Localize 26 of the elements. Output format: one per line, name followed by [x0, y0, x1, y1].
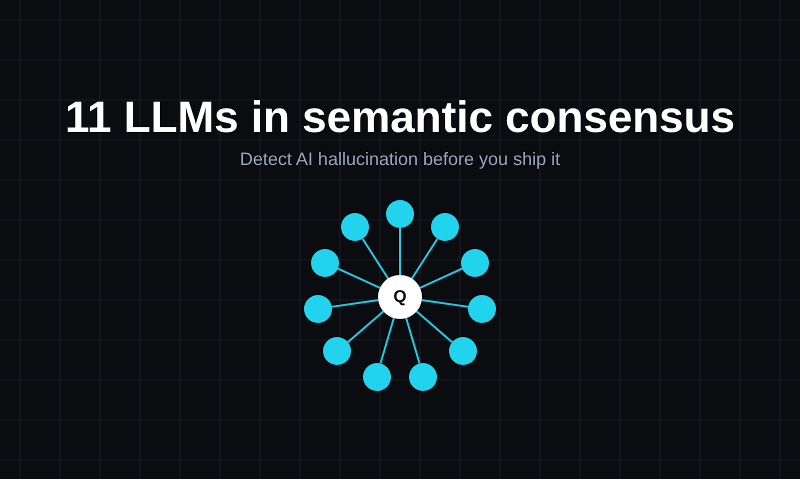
connector-line: [332, 299, 378, 308]
connector-line: [380, 318, 395, 364]
model-node: [448, 337, 477, 366]
model-node: [362, 362, 391, 391]
model-node: [430, 213, 459, 242]
connector-line: [336, 267, 380, 289]
model-node: [310, 248, 338, 277]
model-node: [323, 337, 352, 366]
title: 11 LLMs in semantic consensus: [64, 92, 735, 144]
center-node: [378, 275, 422, 319]
model-node: [386, 200, 414, 228]
connector-line: [416, 310, 453, 343]
node-label: Q: [393, 287, 407, 307]
connector-line: [362, 238, 389, 280]
connector-line: [420, 267, 464, 289]
connector-line: [347, 310, 384, 343]
model-node: [341, 213, 370, 242]
connector-line: [399, 228, 401, 275]
connector-line: [422, 299, 468, 308]
connector-line: [411, 238, 438, 280]
model-node: [468, 294, 496, 323]
model-node: [461, 248, 490, 277]
connector-line: [405, 318, 420, 364]
model-node: [304, 294, 332, 323]
model-node: [409, 362, 438, 391]
subtitle: Detect AI hallucination before you ship it: [240, 148, 560, 170]
